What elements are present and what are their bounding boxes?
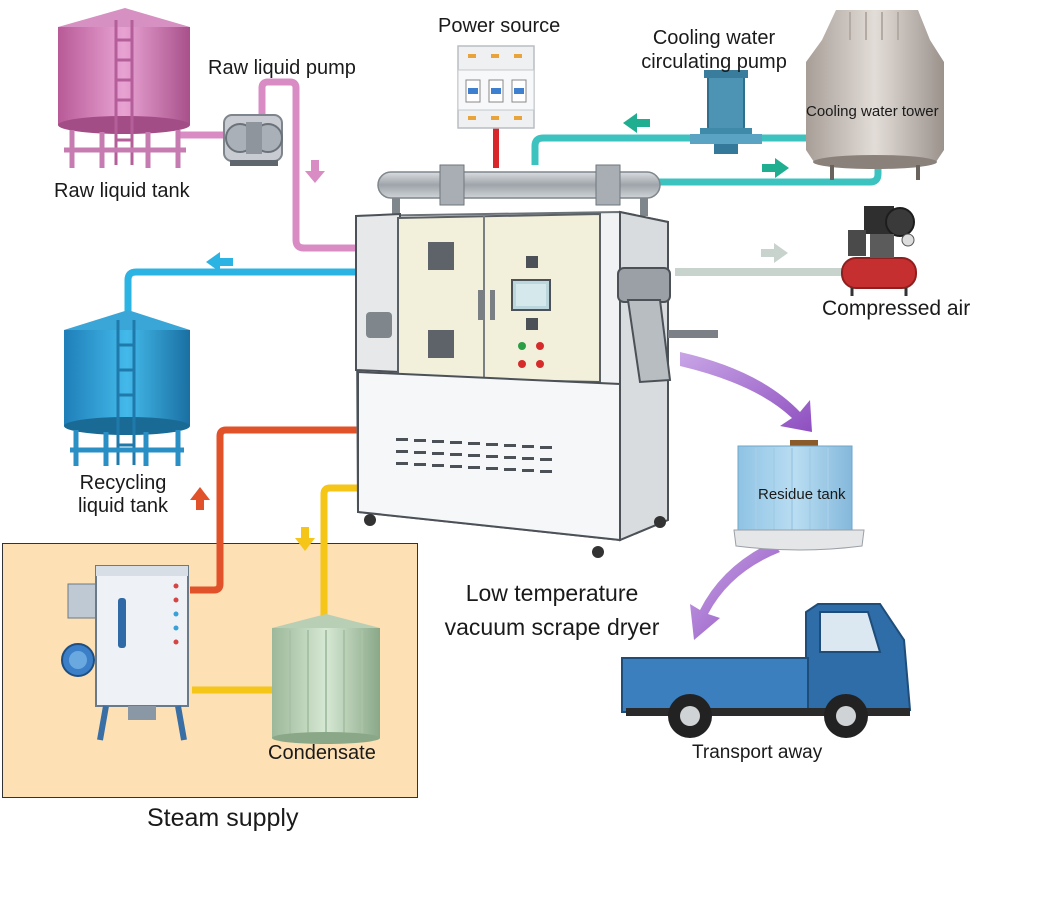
- label-residue-tank: Residue tank: [758, 486, 846, 503]
- label-steam-supply: Steam supply: [147, 804, 299, 832]
- label-compressed-air: Compressed air: [822, 297, 971, 320]
- condensate-tank: [272, 614, 380, 744]
- label-raw-liquid-pump: Raw liquid pump: [208, 57, 356, 79]
- condensate-pipe: [192, 484, 358, 694]
- flow-arrow-compressed-air: [761, 243, 788, 263]
- raw-liquid-pipe: [180, 78, 356, 252]
- label-recycling-line2: liquid tank: [77, 495, 169, 517]
- label-raw-liquid-tank: Raw liquid tank: [54, 180, 190, 202]
- flow-arrow-recycle: [206, 252, 233, 272]
- vacuum-scrape-dryer: [354, 164, 718, 558]
- label-dryer-line1: Low temperature: [465, 580, 639, 606]
- recycling-liquid-tank: [64, 310, 190, 466]
- recycle-pipe: [124, 268, 356, 318]
- air-compressor: [841, 206, 917, 296]
- label-cooling-pump-line1: Cooling water: [652, 27, 776, 49]
- flow-arrow-cooling-supply: [762, 158, 789, 178]
- label-recycling-line1: Recycling: [79, 472, 167, 494]
- flow-arrow-steam: [190, 487, 210, 510]
- transport-truck: [621, 603, 912, 738]
- steam-pipe: [190, 426, 358, 594]
- cooling-water-pipe: [531, 134, 882, 186]
- cooling-water-tower: [806, 10, 944, 180]
- label-power-source: Power source: [438, 15, 561, 37]
- label-condensate: Condensate: [268, 742, 376, 764]
- residue-tank: [733, 440, 865, 551]
- label-cooling-pump-line2: circulating pump: [641, 51, 787, 73]
- raw-liquid-pump: [223, 114, 283, 166]
- label-dryer-line2: vacuum scrape dryer: [444, 614, 660, 640]
- cooling-water-circulating-pump: [690, 70, 762, 154]
- steam-generator: [61, 565, 189, 741]
- flow-arrow-condensate: [295, 527, 315, 551]
- flow-arrow-raw-liquid: [305, 160, 325, 183]
- power-source-breaker: [457, 45, 535, 129]
- raw-liquid-tank: [58, 8, 190, 168]
- flow-arrow-to-truck: [690, 542, 780, 640]
- flow-arrow-to-residue-tank: [680, 352, 812, 432]
- label-transport-away: Transport away: [692, 742, 823, 763]
- flow-arrow-cooling-return: [623, 113, 650, 133]
- label-cooling-water-tower: Cooling water tower: [806, 103, 939, 120]
